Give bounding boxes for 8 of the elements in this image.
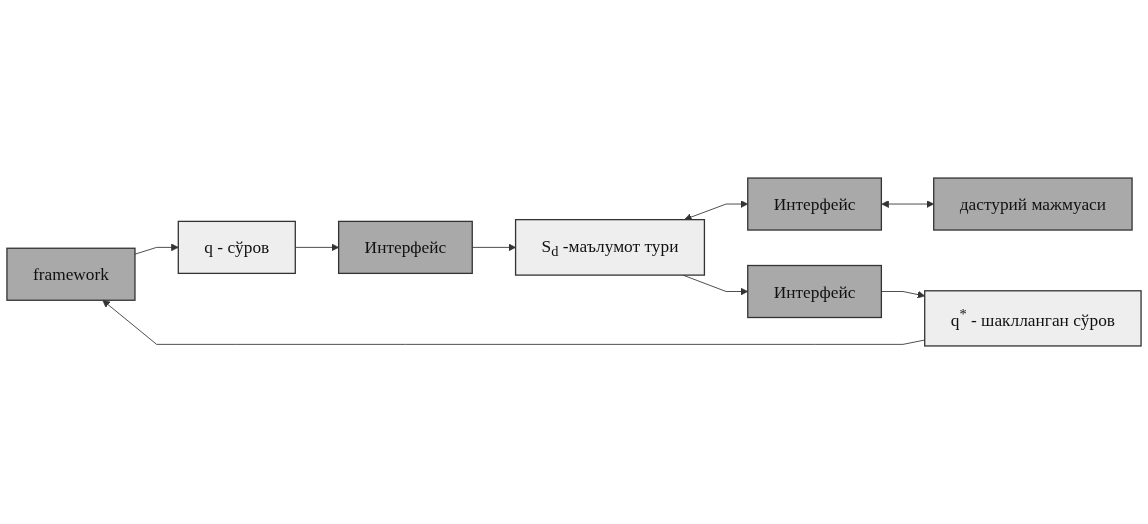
node-box: Интерфейс xyxy=(747,264,883,319)
node-box: framework xyxy=(6,247,136,301)
node-box: Интерфейс xyxy=(747,177,883,231)
node-box: q - сўров xyxy=(177,220,296,275)
node-box: Интерфейс xyxy=(337,220,473,275)
node-box: q$^{*}$ - шаклланган сўров xyxy=(924,290,1142,347)
node-box: S$_{d}$ -маълумот тури xyxy=(514,219,706,276)
node-box: дастурий мажмуаси xyxy=(933,177,1133,231)
